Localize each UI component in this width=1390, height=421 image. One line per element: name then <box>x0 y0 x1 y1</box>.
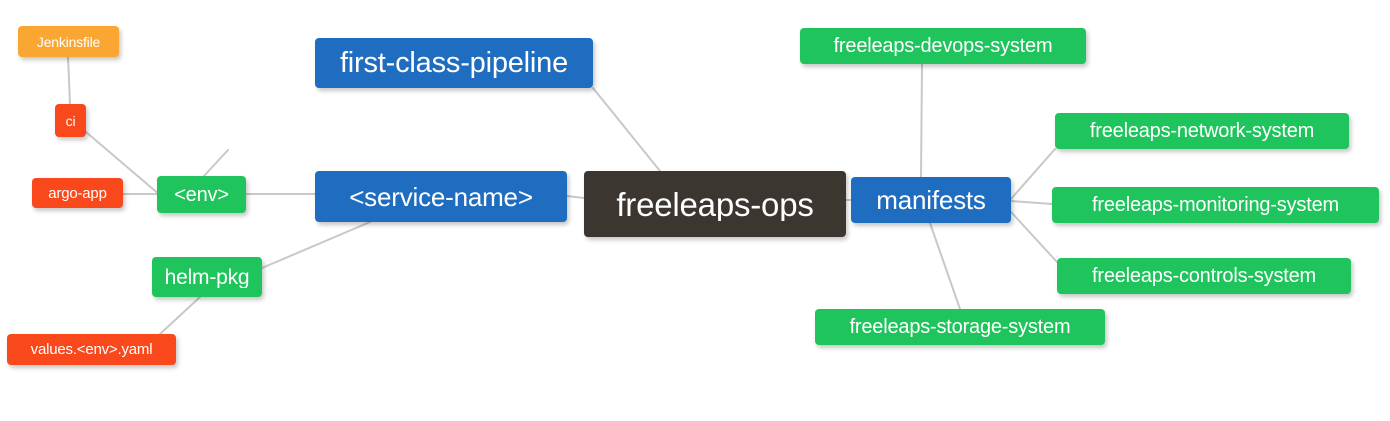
node-label-service-name: <service-name> <box>349 183 533 210</box>
node-manifests[interactable]: manifests <box>851 177 1011 223</box>
node-label-freeleaps-network-system: freeleaps-network-system <box>1089 121 1315 141</box>
node-argo-app[interactable]: argo-app <box>32 178 123 208</box>
node-label-jenkinsfile: Jenkinsfile <box>36 34 101 49</box>
node-freeleaps-monitoring-system[interactable]: freeleaps-monitoring-system <box>1052 187 1379 223</box>
node-label-env: <env> <box>174 184 229 205</box>
node-label-freeleaps-controls-system: freeleaps-controls-system <box>1092 266 1316 286</box>
node-env[interactable]: <env> <box>157 176 246 213</box>
node-label-argo-app: argo-app <box>48 185 107 201</box>
edge-manifests-to-freeleaps-storage-system <box>929 222 961 310</box>
node-ci[interactable]: ci <box>55 104 86 137</box>
node-freeleaps-network-system[interactable]: freeleaps-network-system <box>1055 113 1349 149</box>
edge-service-name-to-helm-pkg <box>261 221 371 269</box>
node-jenkinsfile[interactable]: Jenkinsfile <box>18 26 119 57</box>
edge-jenkinsfile-to-ci <box>67 56 71 105</box>
node-freeleaps-devops-system[interactable]: freeleaps-devops-system <box>800 28 1086 64</box>
node-label-first-class-pipeline: first-class-pipeline <box>339 48 569 78</box>
node-label-freeleaps-monitoring-system: freeleaps-monitoring-system <box>1092 195 1339 215</box>
edge-helm-pkg-to-values-yaml <box>159 296 201 335</box>
edge-service-name-to-freeleaps-ops <box>566 195 585 199</box>
edge-env-to-first-class-pipeline <box>203 149 229 177</box>
node-freeleaps-controls-system[interactable]: freeleaps-controls-system <box>1057 258 1351 294</box>
node-freeleaps-ops[interactable]: freeleaps-ops <box>584 171 846 237</box>
node-values-yaml[interactable]: values.<env>.yaml <box>7 334 176 365</box>
node-service-name[interactable]: <service-name> <box>315 171 567 222</box>
edge-manifests-to-freeleaps-controls-system <box>1010 211 1058 263</box>
edge-manifests-to-freeleaps-network-system <box>1010 148 1056 200</box>
edge-first-class-pipeline-to-freeleaps-ops <box>592 87 661 172</box>
node-label-helm-pkg: helm-pkg <box>164 266 250 288</box>
node-label-ci: ci <box>65 113 76 128</box>
node-label-freeleaps-ops: freeleaps-ops <box>616 187 814 221</box>
edge-manifests-to-freeleaps-devops-system <box>920 63 923 178</box>
node-label-freeleaps-storage-system: freeleaps-storage-system <box>849 317 1071 337</box>
node-freeleaps-storage-system[interactable]: freeleaps-storage-system <box>815 309 1105 345</box>
node-label-manifests: manifests <box>876 187 986 213</box>
edge-manifests-to-freeleaps-monitoring-system <box>1010 200 1053 205</box>
node-label-freeleaps-devops-system: freeleaps-devops-system <box>833 36 1053 56</box>
node-label-values-yaml: values.<env>.yaml <box>30 342 153 357</box>
node-helm-pkg[interactable]: helm-pkg <box>152 257 262 297</box>
node-first-class-pipeline[interactable]: first-class-pipeline <box>315 38 593 88</box>
